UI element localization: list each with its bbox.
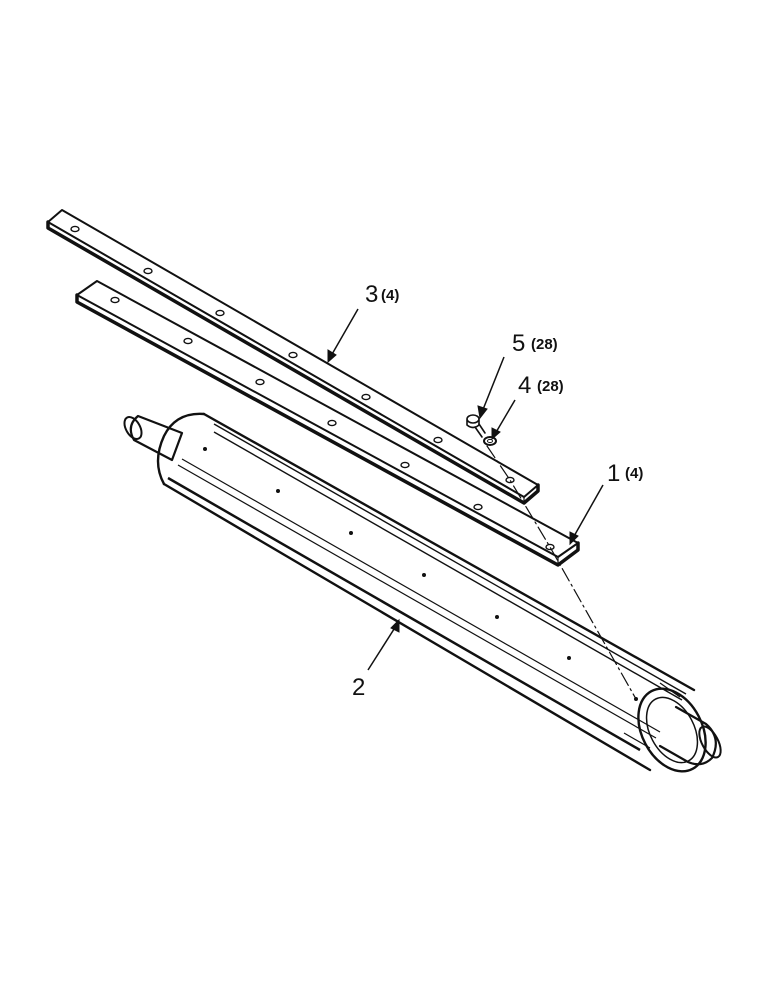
strip-part-1 (75, 280, 580, 567)
callout-2: 2 (352, 674, 365, 701)
callout-4-number: 4 (518, 372, 531, 399)
strip-1-holes (110, 296, 555, 551)
washer-part-4 (483, 436, 497, 446)
callout-3-qty: (4) (381, 287, 399, 304)
callout-4: 4 (28) (518, 372, 564, 399)
callout-4-qty: (28) (537, 378, 564, 395)
alignment-line (486, 445, 637, 700)
roller-slats (167, 423, 687, 752)
callout-5-number: 5 (512, 330, 525, 357)
strip-3-holes (70, 225, 515, 484)
callout-3: 3 (4) (365, 281, 399, 308)
strip-part-3 (46, 209, 540, 505)
callout-3-number: 3 (365, 281, 378, 308)
callout-2-number: 2 (352, 674, 365, 701)
callout-1-number: 1 (607, 460, 620, 487)
roller-holes (203, 447, 638, 701)
callout-5: 5 (28) (512, 330, 558, 357)
callout-1-qty: (4) (625, 465, 643, 482)
roller-part-2 (123, 412, 722, 773)
leader-lines (327, 308, 604, 671)
screw-part-5 (466, 414, 486, 438)
callout-5-qty: (28) (531, 336, 558, 353)
callout-1: 1 (4) (607, 460, 643, 487)
